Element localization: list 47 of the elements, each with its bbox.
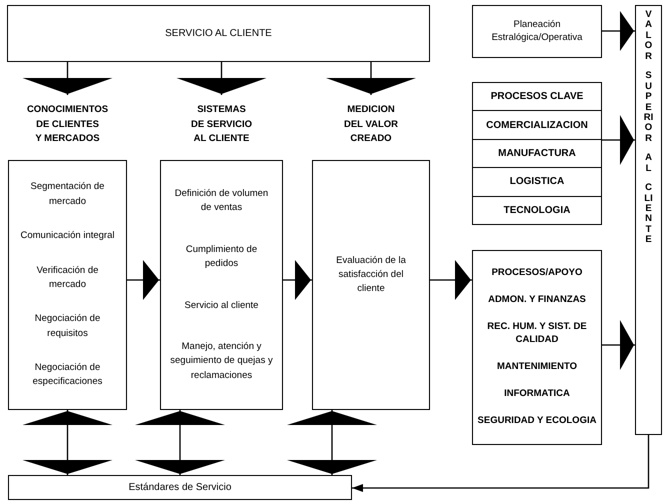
item-text: Comunicación integral [20, 229, 114, 244]
box-text: Planeación Estralógica/Operativa [490, 18, 584, 44]
box-text: INFORMATICA [504, 388, 570, 401]
item-text: Definición de volumen de ventas [174, 187, 270, 216]
item-text: Segmentación de mercado [30, 180, 106, 209]
vertical-label: VALOR SUPERIOR AL CLIENTE [644, 10, 654, 246]
process-box [472, 250, 602, 445]
list-row: PROCESOS CLAVE [473, 83, 601, 112]
block-arrow [326, 62, 416, 95]
item-text: Servicio al cliente [184, 298, 258, 313]
stacked-box [472, 82, 602, 225]
process-box [7, 5, 430, 62]
block-arrow [22, 62, 112, 95]
block-arrow [135, 410, 225, 475]
item-text: Verificación de mercado [36, 264, 100, 292]
arrow [352, 435, 650, 492]
process-box [472, 5, 602, 58]
list-row: TECNOLOGIA [473, 196, 601, 224]
vertical-box [635, 5, 662, 435]
box-text: SERVICIO AL CLIENTE [165, 26, 272, 40]
box-text: SEGURIDAD Y ECOLOGIA [478, 415, 596, 428]
box-text: MANTENIMIENTO [496, 361, 578, 374]
block-arrow [283, 260, 312, 300]
process-box [8, 475, 352, 500]
list-row: COMERCIALIZACION [473, 111, 601, 140]
block-arrow [602, 115, 635, 165]
item-text: Negociación de especificaciones [32, 361, 104, 390]
block-arrow [602, 320, 635, 370]
block-arrow [22, 410, 112, 475]
box-text: PROCESOS/APOYO [492, 267, 582, 280]
item-text: Manejo, atención y seguimiento de quejas y reclamaciones [169, 340, 274, 382]
box-text: REC. HUM. Y SIST. DE CALIDAD [486, 321, 588, 347]
box-text: Estándares de Servicio [128, 480, 232, 494]
box-text: ADMON. Y FINANZAS [488, 294, 586, 307]
column-heading: CONOCIMIENTOS DE CLIENTES Y MERCADOS [26, 103, 110, 146]
block-arrow [176, 62, 266, 95]
block-arrow [127, 260, 160, 300]
block-arrow [287, 410, 377, 475]
list-row: LOGISTICA [473, 168, 601, 197]
list-row: MANUFACTURA [473, 140, 601, 168]
block-arrow [430, 260, 472, 300]
item-text: Cumplimiento de pedidos [184, 242, 258, 272]
column-heading: MEDICION DEL VALOR CREADO [342, 103, 399, 146]
item-text: Evaluación de la satisfacción del cliente [335, 254, 407, 296]
column-heading: SISTEMAS DE SERVICIO AL CLIENTE [190, 103, 254, 146]
block-arrow [602, 11, 635, 51]
item-text: Negociación de requisitos [34, 312, 102, 341]
